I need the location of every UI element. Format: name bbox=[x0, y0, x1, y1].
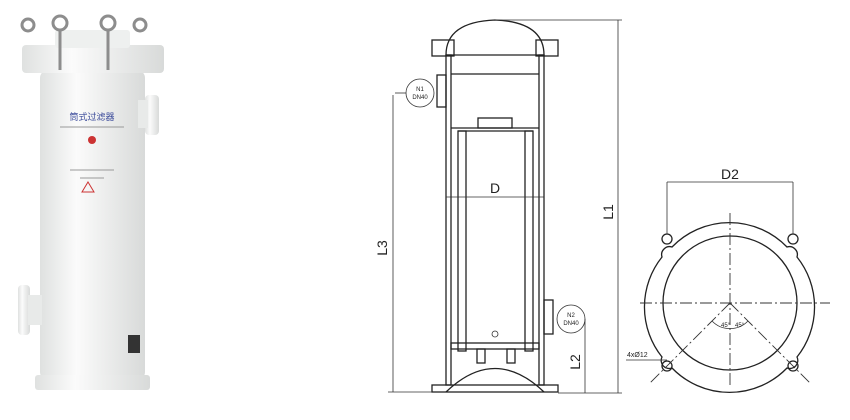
base-dome bbox=[445, 367, 545, 393]
dim-l3-label: L3 bbox=[374, 240, 390, 256]
shell-wall-right bbox=[538, 54, 545, 386]
inlet-size: DN40 bbox=[412, 95, 428, 101]
bolt-hole bbox=[787, 233, 799, 245]
outlet-size: DN40 bbox=[563, 321, 579, 327]
outlet-flange-photo bbox=[18, 285, 30, 335]
filter-body bbox=[40, 70, 145, 380]
dim-d-label: D bbox=[490, 180, 500, 196]
outlet-tag bbox=[556, 304, 586, 334]
photo-label: 筒式过滤器 bbox=[69, 111, 114, 122]
dim-l2-label: L2 bbox=[567, 354, 583, 370]
inlet-flange-photo bbox=[145, 95, 159, 135]
dim-d2-label: D2 bbox=[721, 166, 739, 182]
outlet-nozzle bbox=[543, 299, 554, 335]
eye-bolts bbox=[20, 14, 148, 70]
warning-icon bbox=[81, 181, 95, 193]
bolt-hole bbox=[661, 360, 673, 372]
filter-element bbox=[457, 130, 467, 352]
filter-photo: 筒式过滤器 bbox=[18, 14, 164, 390]
logo-icon bbox=[88, 136, 96, 144]
inlet-nozzle bbox=[436, 74, 447, 108]
base-flange bbox=[431, 384, 559, 393]
shell-wall-left bbox=[445, 54, 452, 386]
flange-drawing: 45° 45° D2 4xØ12 bbox=[626, 166, 830, 394]
filter-base bbox=[35, 375, 150, 390]
bolt-hole bbox=[661, 233, 673, 245]
bolt-hole bbox=[787, 360, 799, 372]
inlet-name: N1 bbox=[416, 87, 424, 93]
dome-lid bbox=[445, 19, 545, 56]
drain-valve bbox=[128, 335, 140, 353]
bolt-holes-label: 4xØ12 bbox=[627, 352, 648, 359]
dim-l1-label: L1 bbox=[600, 204, 616, 220]
section-drawing: N1 DN40 N2 DN40 D L3 L1 L2 bbox=[374, 19, 622, 394]
angle-left-label: 45° bbox=[721, 323, 731, 329]
filter-lid bbox=[22, 45, 164, 73]
inlet-tag bbox=[405, 78, 435, 108]
angle-right-label: 45° bbox=[735, 323, 745, 329]
flange-outline bbox=[643, 221, 816, 394]
outlet-name: N2 bbox=[567, 313, 575, 319]
